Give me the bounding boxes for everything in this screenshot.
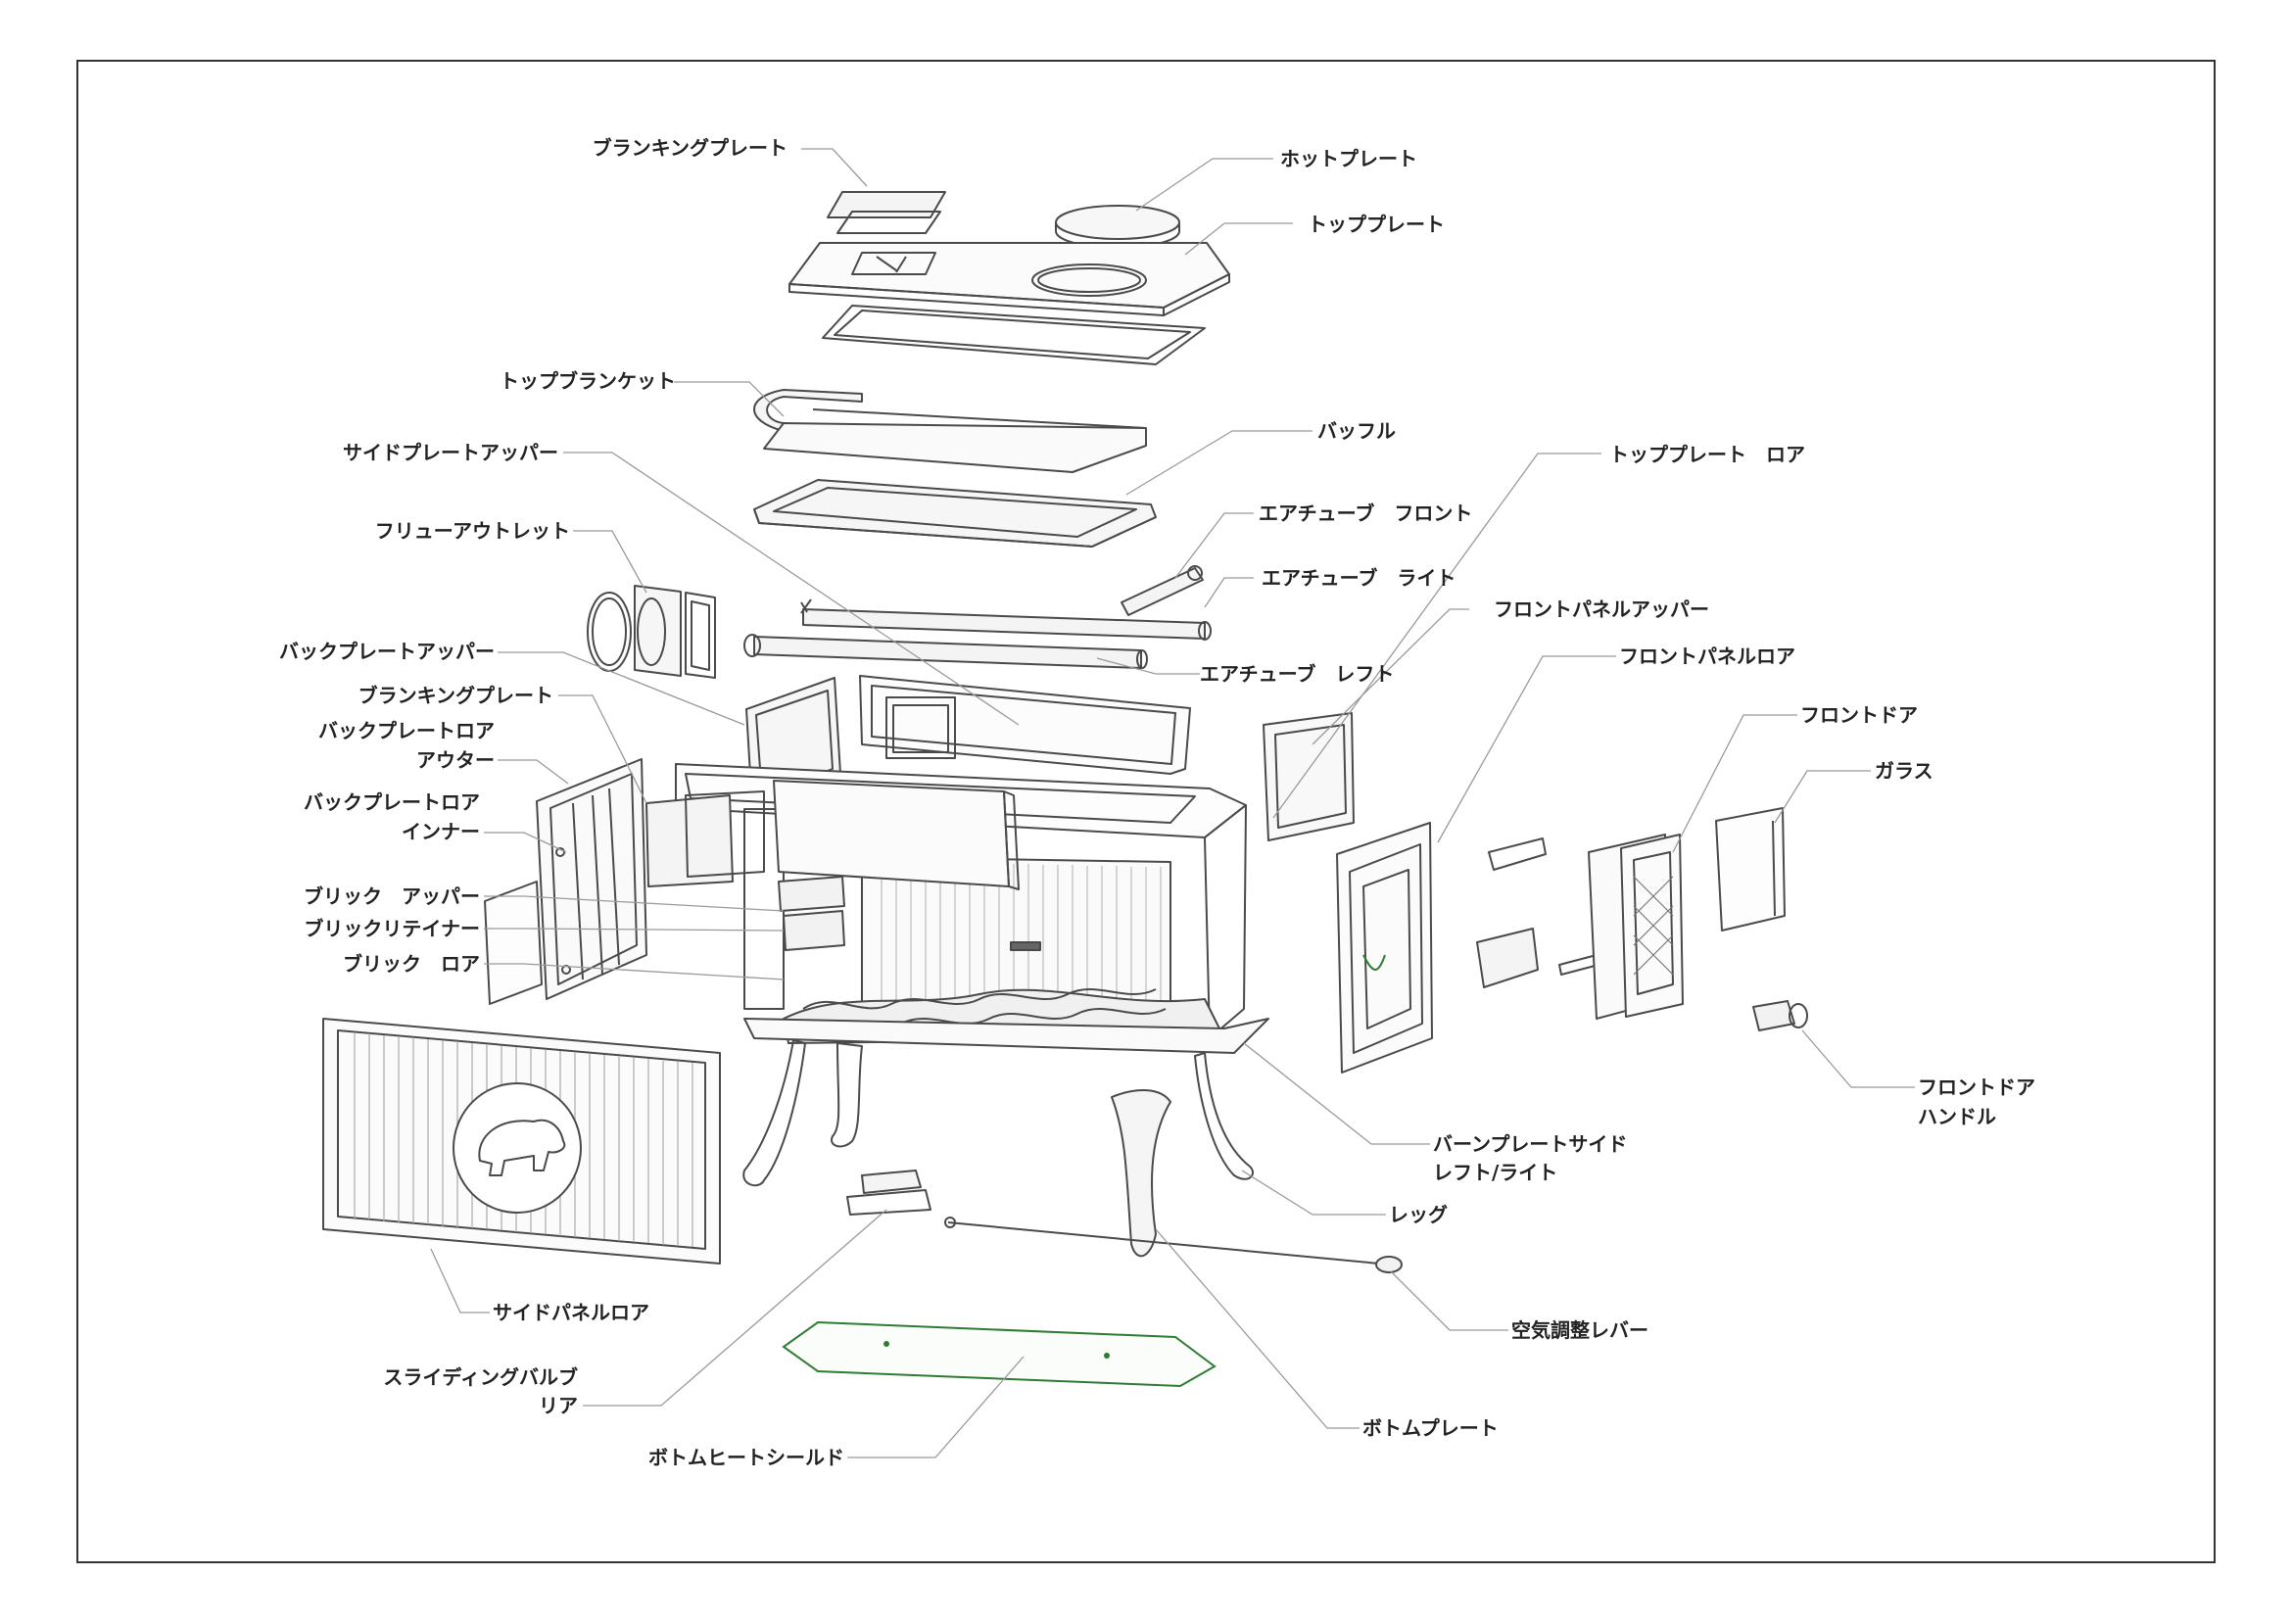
- label-blanking-plate-top: ブランキングプレート: [592, 136, 788, 160]
- leader-line: [1243, 1042, 1430, 1145]
- label-burn-plate-side-line1: バーンプレートサイド: [1433, 1132, 1628, 1156]
- leader-line: [1096, 657, 1200, 675]
- front-door-part: [1588, 834, 1684, 1020]
- leader-lines: [430, 148, 1915, 1458]
- leader-line: [430, 1248, 490, 1314]
- label-sliding-valve-line2: リア: [539, 1394, 578, 1417]
- leader-line: [674, 381, 785, 417]
- label-front-door-handle-line2: ハンドル: [1918, 1105, 1996, 1128]
- label-air-tube-front: エアチューブ フロント: [1259, 502, 1473, 525]
- leader-line: [484, 895, 785, 912]
- leader-line: [484, 832, 567, 853]
- top-plate-part: [788, 242, 1230, 316]
- leader-line: [498, 759, 569, 785]
- hinge-parts: [1476, 837, 1599, 988]
- leader-line: [1801, 1029, 1915, 1088]
- label-back-plate-lower-inner-line1: バックプレートロア: [304, 790, 480, 814]
- top-blanket-part: [753, 389, 1147, 473]
- label-back-plate-lower-outer-line1: バックプレートロア: [318, 719, 495, 742]
- leader-line: [583, 1209, 887, 1407]
- leader-line: [484, 963, 785, 980]
- top-plate-gasket-part: [822, 305, 1206, 365]
- stove-body-part: [675, 675, 1269, 1258]
- back-plate-lower-part: [484, 758, 765, 1005]
- leader-line: [1155, 1228, 1360, 1429]
- label-baffle: バッフル: [1317, 419, 1396, 443]
- air-lever-part: [944, 1217, 1403, 1273]
- shield-hole: [883, 1341, 889, 1347]
- label-hot-plate: ホットプレート: [1280, 147, 1417, 170]
- label-leg: レッグ: [1389, 1203, 1448, 1226]
- blanking-plate-top-part: [827, 191, 946, 234]
- leader-line: [573, 530, 647, 594]
- drawing-frame: [76, 60, 2216, 1563]
- label-side-panel-lower: サイドパネルロア: [493, 1301, 649, 1324]
- leader-line: [1184, 222, 1293, 256]
- label-front-door: フロントドア: [1800, 703, 1918, 727]
- leader-line: [1174, 512, 1254, 579]
- label-flue-outlet: フリューアウトレット: [374, 519, 570, 543]
- baffle-part: [753, 479, 1157, 548]
- leader-line: [1125, 430, 1313, 496]
- label-air-tube-right: エアチューブ ライト: [1262, 566, 1456, 590]
- label-top-plate-lower: トッププレート ロア: [1609, 443, 1805, 466]
- leader-line: [563, 452, 1020, 726]
- leader-line: [558, 694, 647, 804]
- glass-part: [1715, 807, 1786, 931]
- shield-hole: [1104, 1353, 1110, 1359]
- label-bottom-heat-shield: ボトムヒートシールド: [648, 1446, 844, 1469]
- label-air-tube-left: エアチューブ レフト: [1200, 662, 1395, 686]
- label-glass: ガラス: [1875, 759, 1933, 783]
- label-brick-upper: ブリック アッパー: [304, 884, 480, 908]
- hot-plate-part: [1055, 205, 1180, 249]
- leader-line: [847, 1356, 1025, 1458]
- label-brick-lower: ブリック ロア: [343, 952, 480, 976]
- air-tube-left-part: [743, 634, 1148, 669]
- label-top-blanket: トップブランケット: [500, 369, 676, 393]
- sliding-valve-rear-part: [846, 1170, 931, 1216]
- leader-line: [484, 928, 785, 931]
- label-sliding-valve-line1: スライディングバルブ: [383, 1365, 578, 1389]
- leader-line: [1390, 1270, 1508, 1331]
- front-panel-upper-part: [1263, 712, 1355, 841]
- air-tube-front-part: [1121, 565, 1204, 616]
- label-front-panel-lower: フロントパネルロア: [1619, 645, 1795, 668]
- label-blanking-plate-back: ブランキングプレート: [358, 684, 553, 707]
- leader-line: [1672, 714, 1797, 853]
- air-tube-right-part: [800, 598, 1212, 641]
- side-panel-lower-part: [322, 1018, 721, 1265]
- label-back-plate-lower-inner-line2: インナー: [402, 820, 480, 843]
- label-front-door-handle-line1: フロントドア: [1918, 1075, 2035, 1099]
- leader-line: [1135, 158, 1273, 212]
- label-back-plate-upper: バックプレートアッパー: [279, 640, 495, 663]
- label-bottom-plate: ボトムプレート: [1362, 1416, 1499, 1440]
- label-burn-plate-side-line2: レフト/ライト: [1433, 1161, 1558, 1184]
- leader-line: [1312, 608, 1469, 745]
- leader-line: [1241, 1170, 1386, 1216]
- label-brick-retainer: ブリックリテイナー: [304, 917, 480, 940]
- front-door-handle-part: [1752, 1000, 1808, 1031]
- leader-line: [801, 148, 868, 187]
- bottom-heat-shield-part: [782, 1320, 1217, 1388]
- leader-line: [1437, 655, 1616, 843]
- label-front-panel-upper: フロントパネルアッパー: [1494, 597, 1709, 621]
- label-air-lever: 空気調整レバー: [1511, 1318, 1648, 1342]
- leader-line: [1204, 577, 1254, 608]
- front-panel-lower-part: [1336, 822, 1433, 1074]
- flue-outlet-part: [587, 585, 716, 679]
- leader-line: [498, 651, 745, 726]
- label-top-plate: トッププレート: [1308, 213, 1445, 236]
- label-back-plate-lower-outer-line2: アウター: [416, 748, 495, 772]
- label-side-plate-upper: サイドプレートアッパー: [343, 441, 558, 464]
- leader-line: [1774, 770, 1871, 824]
